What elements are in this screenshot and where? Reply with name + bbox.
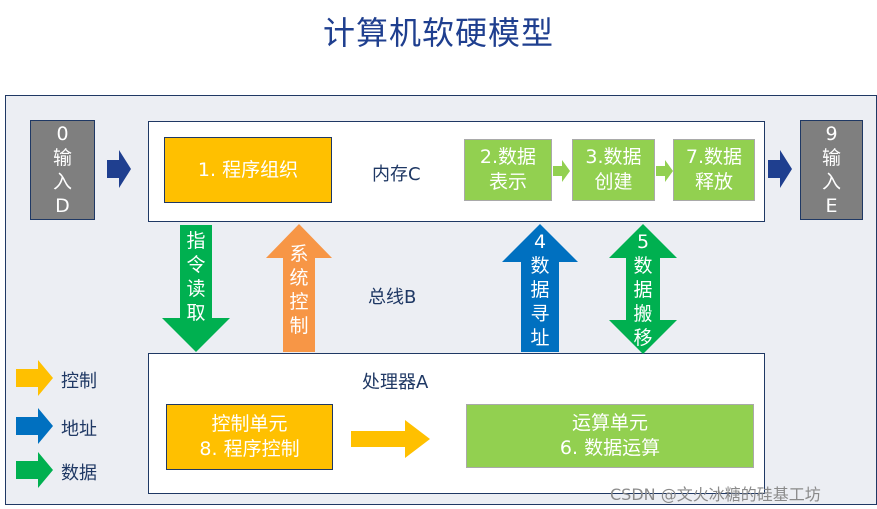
char: 控 bbox=[289, 291, 309, 313]
char: 移 bbox=[633, 327, 653, 349]
char: 统 bbox=[289, 267, 309, 289]
data-move-label: 5 数 据 搬 移 bbox=[631, 230, 655, 350]
data-creation-label: 创建 bbox=[594, 171, 633, 193]
char: 系 bbox=[289, 243, 309, 265]
alu-box: 运算单元 6. 数据运算 bbox=[466, 404, 754, 468]
memory-flow-arrow-icon bbox=[656, 160, 673, 182]
control-unit-label: 控制单元 bbox=[211, 413, 288, 435]
bus-label: 总线B bbox=[368, 287, 417, 308]
data-operation-label: 6. 数据运算 bbox=[559, 437, 661, 459]
input-arrow-icon bbox=[107, 150, 131, 188]
instruction-fetch-label: 指 令 读 取 bbox=[184, 229, 208, 325]
data-creation-box: 3.数据 创建 bbox=[572, 139, 655, 201]
input-d-number: 0 bbox=[56, 123, 69, 145]
legend-address-label: 地址 bbox=[61, 419, 97, 440]
page-title: 计算机软硬模型 bbox=[322, 14, 554, 52]
legend-data-icon bbox=[16, 452, 53, 488]
control-to-alu-arrow-icon bbox=[351, 420, 430, 458]
data-representation-label: 表示 bbox=[488, 171, 527, 193]
char: 寻 bbox=[530, 303, 550, 325]
char: 址 bbox=[530, 327, 550, 349]
legend-address-icon bbox=[16, 408, 53, 444]
processor-label: 处理器A bbox=[362, 372, 429, 393]
system-control-label: 系 统 控 制 bbox=[287, 242, 311, 338]
data-move-arrow-icon bbox=[609, 224, 677, 354]
char: 令 bbox=[186, 254, 206, 276]
char: 5 bbox=[636, 231, 650, 253]
input-e-char: 入 bbox=[821, 171, 841, 193]
system-control-arrow-icon bbox=[266, 224, 332, 352]
data-creation-label: 3.数据 bbox=[585, 146, 642, 168]
address-arrow-icon bbox=[502, 224, 578, 352]
output-arrow-icon bbox=[768, 150, 792, 188]
input-d-char: 输 bbox=[52, 147, 72, 169]
input-e-number: 9 bbox=[825, 123, 838, 145]
data-release-box: 7.数据 释放 bbox=[673, 139, 755, 201]
input-d-letter: D bbox=[55, 195, 70, 217]
char: 数 bbox=[530, 255, 550, 277]
char: 数 bbox=[633, 255, 653, 277]
data-representation-box: 2.数据 表示 bbox=[464, 139, 552, 201]
input-d-char: 入 bbox=[52, 171, 72, 193]
program-organization-label: 1. 程序组织 bbox=[197, 158, 299, 181]
program-organization-box: 1. 程序组织 bbox=[164, 137, 332, 203]
data-representation-label: 2.数据 bbox=[479, 146, 537, 168]
input-d-box: 0 输 入 D bbox=[30, 120, 95, 220]
control-unit-box: 控制单元 8. 程序控制 bbox=[166, 404, 333, 470]
char: 取 bbox=[186, 302, 206, 324]
data-addressing-label: 4 数 据 寻 址 bbox=[528, 230, 552, 350]
data-release-label: 7.数据 bbox=[685, 146, 743, 168]
input-e-char: 输 bbox=[821, 147, 841, 169]
program-control-label: 8. 程序控制 bbox=[199, 438, 300, 460]
input-e-letter: E bbox=[825, 195, 838, 217]
char: 指 bbox=[186, 230, 206, 252]
legend-control-label: 控制 bbox=[61, 371, 97, 392]
legend-control-icon bbox=[16, 360, 53, 396]
char: 4 bbox=[533, 231, 547, 253]
memory-flow-arrow-icon bbox=[553, 160, 570, 182]
data-release-label: 释放 bbox=[694, 171, 733, 193]
char: 据 bbox=[530, 279, 550, 301]
alu-label: 运算单元 bbox=[571, 412, 648, 434]
char: 读 bbox=[186, 278, 206, 300]
char: 搬 bbox=[633, 303, 653, 325]
input-e-box: 9 输 入 E bbox=[800, 120, 863, 220]
instruction-fetch-arrow-icon bbox=[162, 225, 230, 352]
legend-data-label: 数据 bbox=[61, 463, 97, 484]
watermark: CSDN @文火冰糖的硅基工坊 bbox=[610, 485, 821, 504]
char: 制 bbox=[289, 315, 309, 337]
char: 据 bbox=[633, 279, 653, 301]
memory-label: 内存C bbox=[372, 164, 421, 185]
